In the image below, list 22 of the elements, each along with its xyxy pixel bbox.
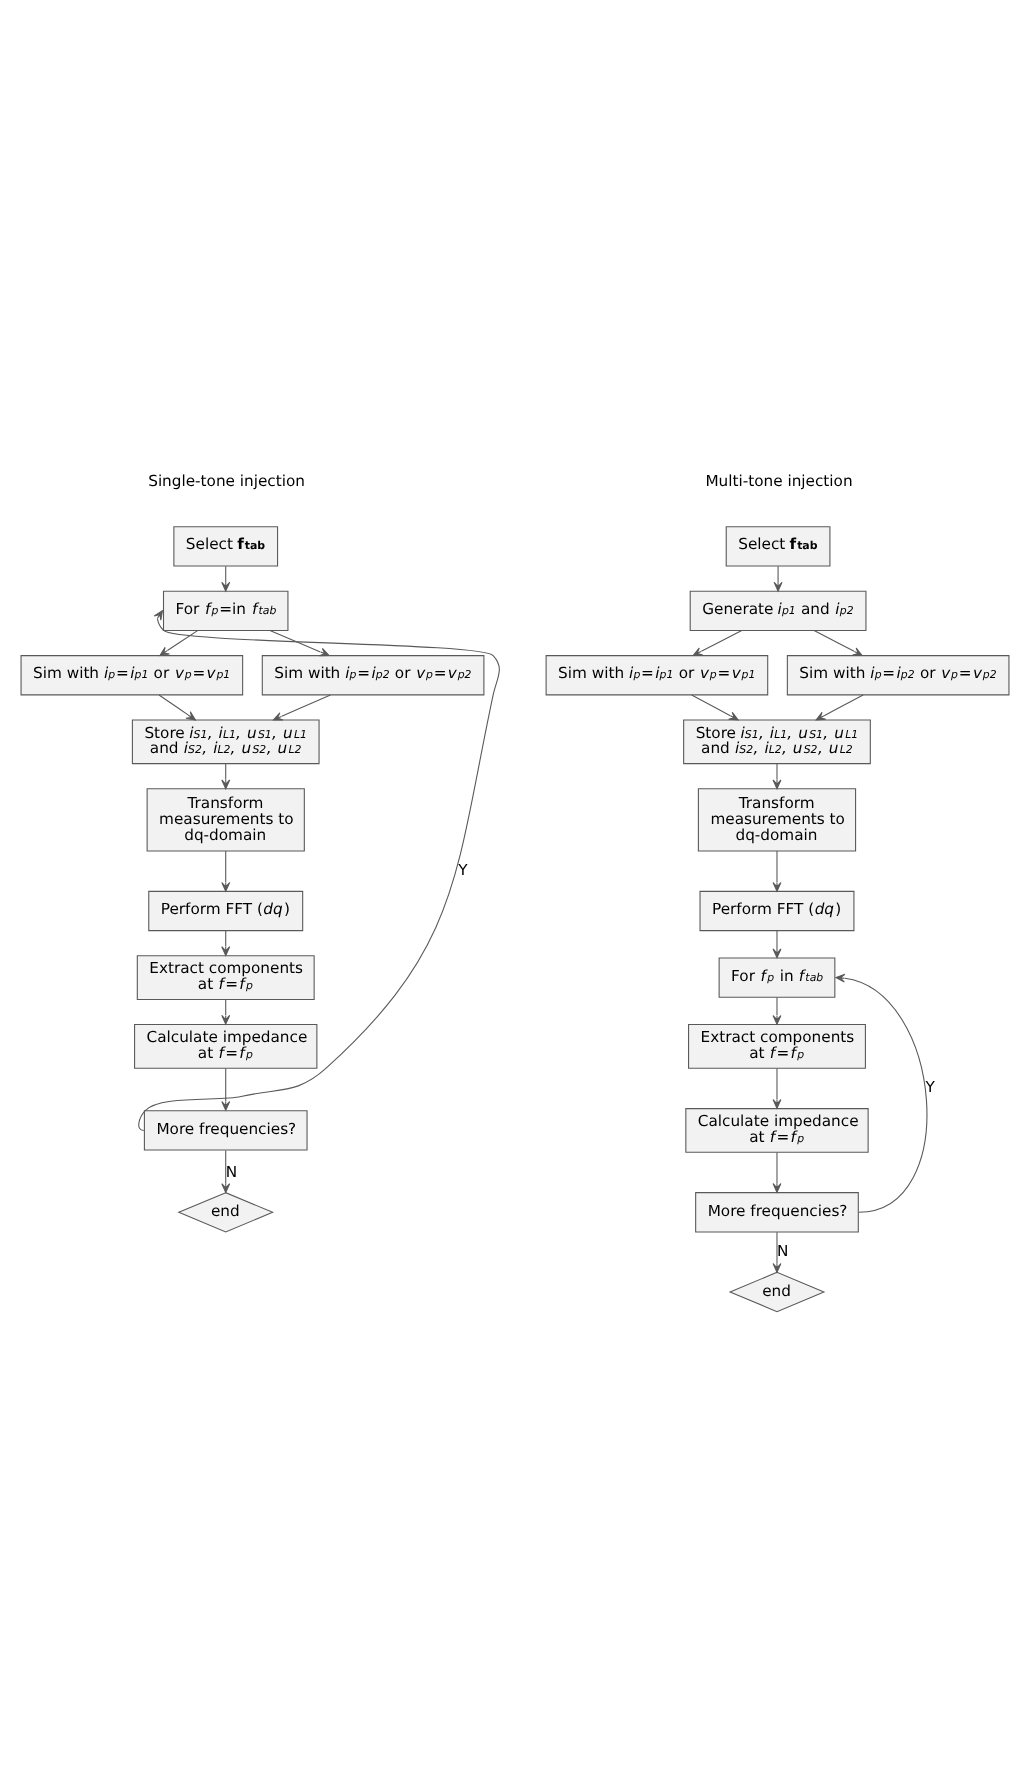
arrow — [835, 973, 927, 1213]
arrow — [158, 694, 196, 721]
arrow — [691, 694, 739, 721]
arrow — [772, 850, 782, 892]
arrow — [221, 850, 231, 892]
arrow — [159, 630, 199, 657]
arrow — [772, 997, 782, 1025]
arrow — [773, 565, 783, 592]
arrow — [272, 694, 331, 721]
arrow — [772, 1151, 782, 1193]
arrow — [772, 1231, 782, 1273]
arrow — [772, 1068, 782, 1109]
arrow — [772, 763, 782, 790]
arrow — [772, 930, 782, 959]
arrow — [813, 630, 863, 657]
arrow — [815, 694, 864, 721]
arrow — [221, 763, 231, 790]
arrow — [221, 930, 231, 956]
arrow — [221, 1149, 231, 1193]
arrow — [692, 630, 743, 657]
arrow — [269, 630, 330, 657]
arrow — [221, 1068, 231, 1111]
